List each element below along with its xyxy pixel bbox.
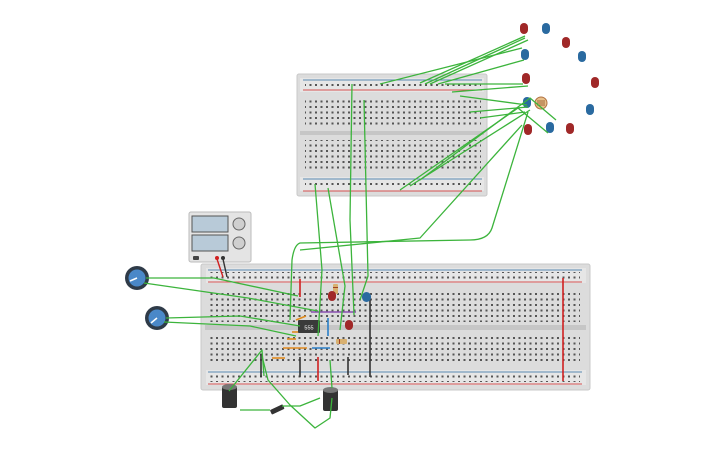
led-ring[interactable] [520,23,599,135]
breadboard-small[interactable] [296,73,488,197]
led-icon[interactable] [578,51,586,62]
led-icon[interactable] [362,292,371,302]
diode-icon[interactable] [270,404,285,415]
jumper-wires[interactable] [260,278,564,381]
resistor-icon[interactable] [336,339,347,344]
power-supply-icon[interactable] [188,211,252,263]
led-icon[interactable] [591,77,599,88]
electrolytic-capacitor-icon[interactable] [323,387,338,411]
power-leads [216,258,228,278]
timer-chip-label: 555 [304,326,313,332]
led-icon[interactable] [328,291,336,301]
led-icon[interactable] [586,104,594,115]
potentiometer-knob-icon[interactable] [145,306,169,330]
led-icon[interactable] [521,49,529,60]
led-icon[interactable] [520,23,528,34]
led-icon[interactable] [345,320,353,330]
resistor-icon[interactable] [333,284,338,294]
led-icon[interactable] [522,73,530,84]
led-icon[interactable] [546,122,554,133]
timer-555-chip[interactable]: 555 [298,320,320,333]
breadboard-large[interactable] [200,263,591,391]
green-wires[interactable] [143,35,557,429]
led-icon[interactable] [524,124,532,135]
electrolytic-capacitor-icon[interactable] [222,384,237,408]
potentiometer-knob-icon[interactable] [125,266,149,290]
led-icon[interactable] [562,37,570,48]
led-icon[interactable] [566,123,574,134]
led-icon[interactable] [542,23,550,34]
